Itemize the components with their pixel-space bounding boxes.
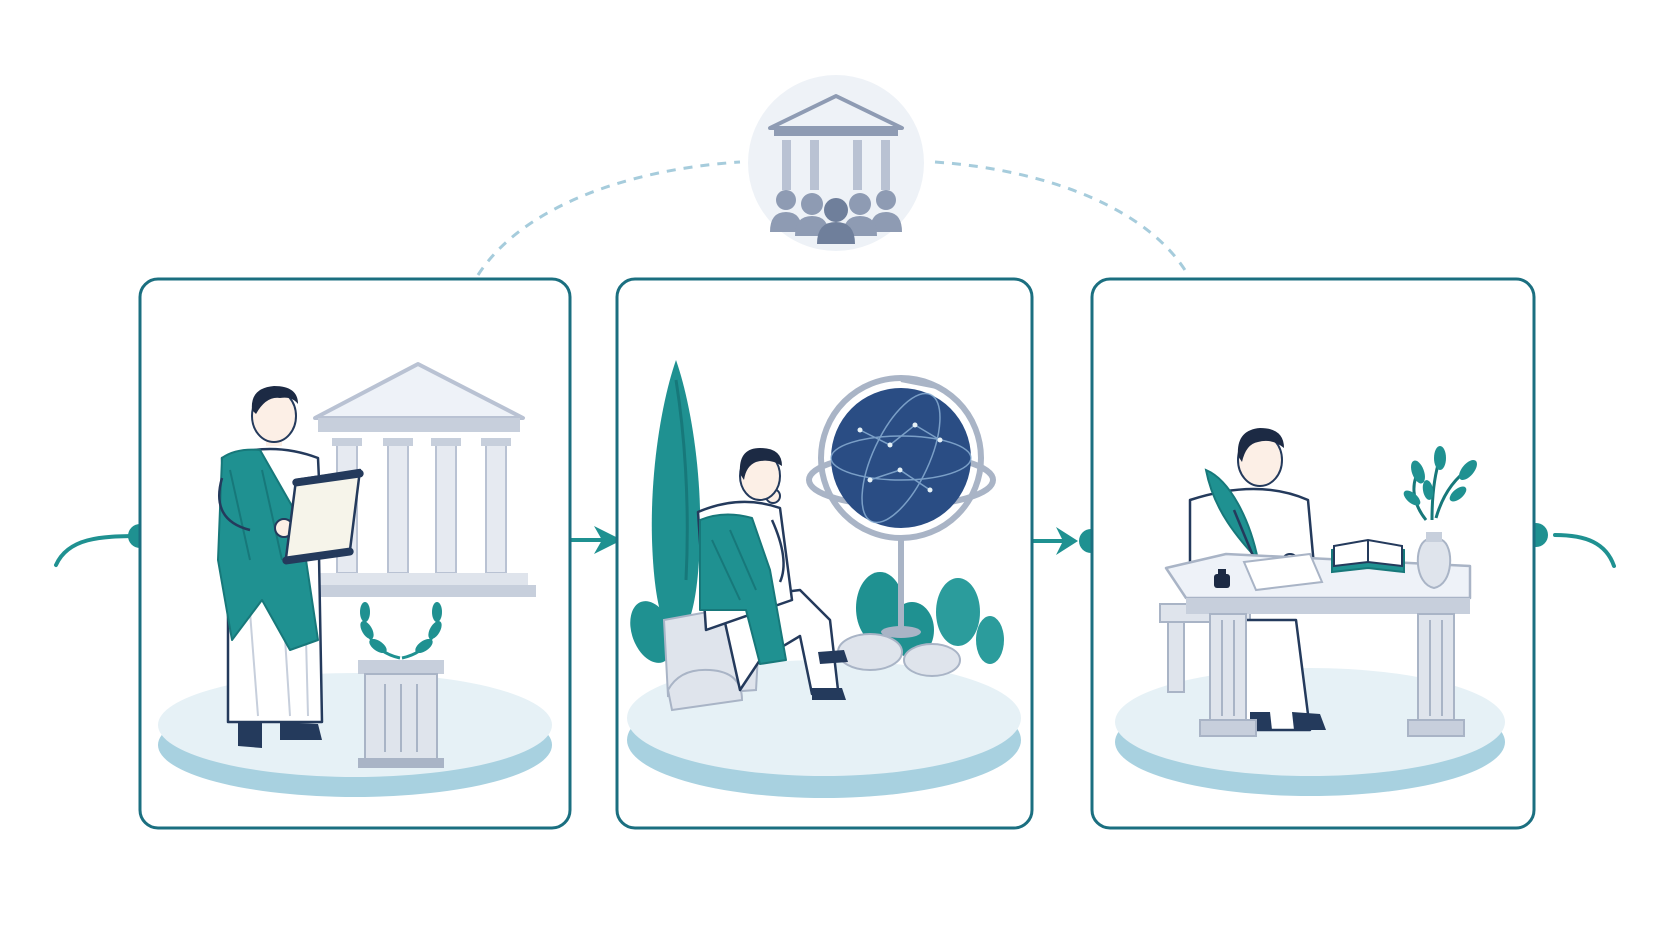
open-book-icon	[1331, 538, 1405, 574]
laurel-wreath-icon	[360, 602, 442, 660]
entry-connector	[54, 534, 142, 567]
platform	[158, 673, 552, 797]
dashed-arc-connector	[476, 160, 1190, 276]
celestial-globe-icon	[806, 375, 996, 638]
scroll-icon	[282, 468, 364, 565]
orator-figure	[217, 386, 364, 748]
inkwell-icon	[1214, 569, 1230, 588]
writing-desk-icon	[1164, 446, 1477, 737]
thinker-figure	[696, 448, 848, 700]
step-panel-speak	[138, 277, 572, 830]
exit-connector	[1553, 533, 1616, 568]
pedestal-icon	[358, 660, 444, 768]
arrow-head-icon	[594, 526, 622, 554]
plant-vase-icon	[1403, 446, 1477, 590]
bush-icon	[630, 572, 1004, 664]
arrow-head-icon	[1056, 527, 1078, 555]
temple-with-people-icon	[748, 75, 924, 251]
cypress-tree-icon	[651, 360, 701, 640]
step-panel-contemplate	[615, 277, 1034, 830]
step-panel-write	[1090, 277, 1536, 830]
